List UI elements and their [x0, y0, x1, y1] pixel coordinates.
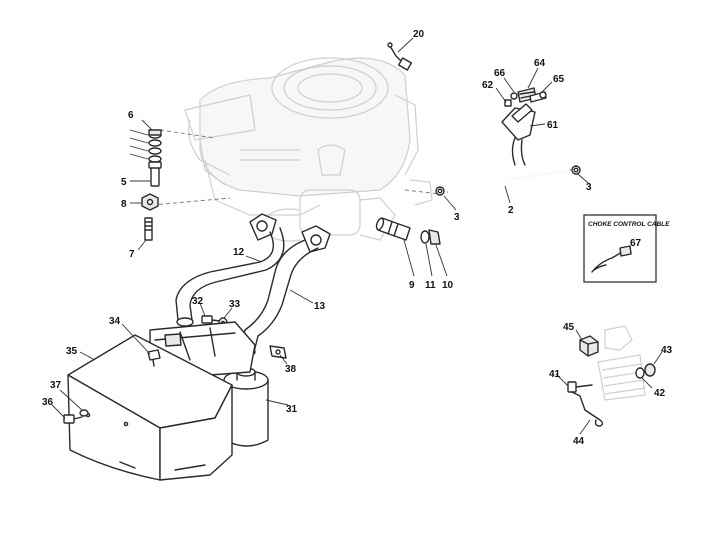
inset-title: CHOKE CONTROL CABLE	[588, 221, 670, 228]
callout-labels: 20 64 66 65 62 61 3 2 3 6 5 8 7 9 11 10 …	[42, 29, 673, 447]
callout-41: 41	[549, 369, 561, 380]
callout-6: 6	[128, 110, 134, 121]
part-65-bolt	[529, 91, 547, 103]
assembly-guide-lines	[151, 129, 441, 206]
part-34-screw	[147, 349, 161, 367]
callout-67: 67	[630, 238, 642, 249]
callout-13: 13	[314, 301, 326, 312]
callout-37: 37	[50, 380, 62, 391]
callout-3-right: 3	[586, 182, 592, 193]
part-66-washer	[510, 92, 518, 100]
part-10-cap	[428, 229, 441, 245]
callout-2: 2	[508, 205, 514, 216]
callout-65: 65	[553, 74, 565, 85]
callout-10: 10	[442, 280, 454, 291]
part-41-bolt	[567, 381, 593, 393]
part-37-washer	[79, 409, 89, 417]
inset-choke-control-cable	[583, 214, 657, 283]
callout-leaders	[51, 37, 663, 435]
callout-35: 35	[66, 346, 78, 357]
part-7-stud	[144, 217, 153, 241]
part-38-clamp	[269, 345, 287, 359]
part-35-heat-shield	[67, 334, 233, 481]
callout-64: 64	[534, 58, 546, 69]
callout-7: 7	[129, 249, 135, 260]
part-5-bolt	[148, 161, 162, 187]
callout-38: 38	[285, 364, 297, 375]
callout-36: 36	[42, 397, 54, 408]
part-32-bolt	[201, 315, 221, 324]
callout-9: 9	[409, 280, 415, 291]
part-11-washer	[420, 230, 430, 244]
part-45-cap	[579, 335, 599, 357]
callout-43: 43	[661, 345, 673, 356]
callout-3-left: 3	[454, 212, 460, 223]
callout-44: 44	[573, 436, 585, 447]
callout-11: 11	[425, 280, 436, 291]
part-2-choke-cable	[435, 165, 581, 196]
callout-5: 5	[121, 177, 127, 188]
callout-31: 31	[286, 404, 298, 415]
callout-34: 34	[109, 316, 121, 327]
callout-45: 45	[563, 322, 575, 333]
part-44-spring-wire	[571, 391, 604, 427]
callout-66: 66	[494, 68, 506, 79]
callout-32: 32	[192, 296, 204, 307]
callout-33: 33	[229, 299, 241, 310]
engine-ghost-outline	[184, 57, 433, 242]
part-8-nut	[141, 193, 159, 211]
callout-20: 20	[413, 29, 425, 40]
part-36-screw	[63, 414, 83, 424]
callout-61: 61	[547, 120, 559, 131]
callout-12: 12	[233, 247, 245, 258]
callout-8: 8	[121, 199, 127, 210]
part-62-screw	[504, 99, 512, 107]
part-13-exhaust-pipe	[238, 225, 331, 357]
part-61-choke-lever	[501, 103, 536, 166]
part-43-nut	[644, 363, 656, 377]
part-42-washer	[635, 367, 645, 379]
part-20-connector	[387, 42, 413, 71]
callout-42: 42	[654, 388, 666, 399]
part-6-washer-stack	[129, 129, 162, 163]
callout-62: 62	[482, 80, 494, 91]
part-9-nipple	[375, 217, 411, 241]
part-12-exhaust-pipe	[175, 213, 285, 327]
part-guard-ghost	[597, 325, 646, 401]
